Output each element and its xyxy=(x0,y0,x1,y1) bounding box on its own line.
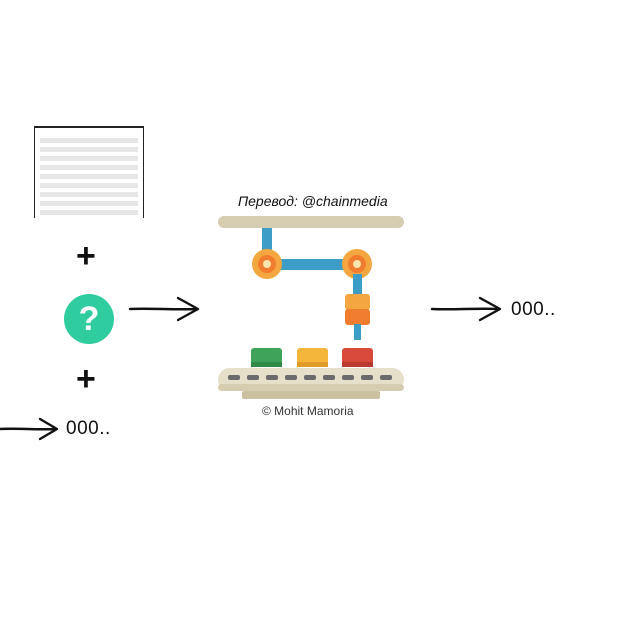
copyright-credit: © Mohit Mamoria xyxy=(262,404,354,418)
document-icon xyxy=(34,126,144,218)
arrow-right-icon xyxy=(0,417,59,441)
question-mark-icon: ? xyxy=(64,294,114,344)
assembly-line-robot-icon xyxy=(218,216,404,399)
translation-credit: Перевод: @chainmedia xyxy=(238,193,388,209)
arrow-right-icon xyxy=(430,296,502,322)
output-value-text: 000.. xyxy=(511,299,556,320)
arrow-right-icon xyxy=(128,296,200,322)
plus-sign: + xyxy=(76,360,96,398)
plus-sign: + xyxy=(76,237,96,275)
input-value-text: 000.. xyxy=(66,418,111,439)
